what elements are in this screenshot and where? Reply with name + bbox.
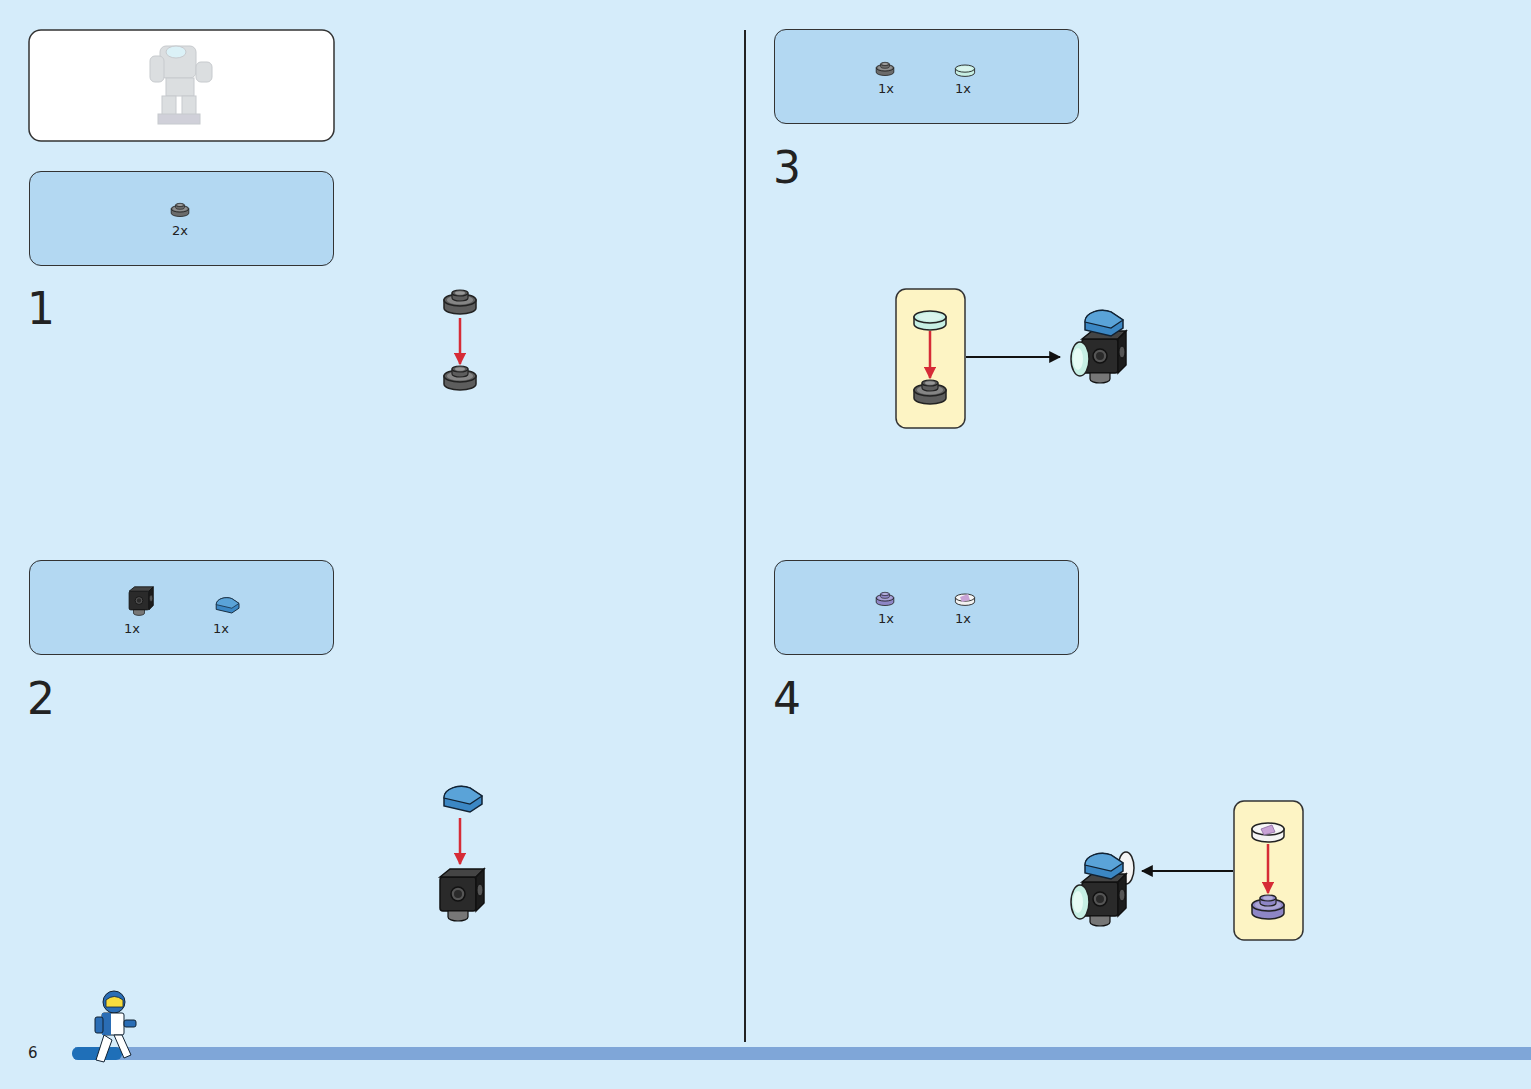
part-quantity: 1x — [213, 621, 229, 637]
step-number: 1 — [27, 287, 55, 331]
parts-box: 2x — [29, 171, 334, 266]
part-quantity: 2x — [172, 223, 188, 239]
page-number: 6 — [28, 1046, 38, 1061]
parts-box: 1x 1x — [774, 29, 1079, 124]
step-number: 2 — [27, 677, 55, 721]
parts-box: 1x 1x — [29, 560, 334, 655]
part-quantity: 1x — [878, 611, 894, 627]
step-number: 3 — [773, 146, 801, 190]
step-number: 4 — [773, 677, 801, 721]
part-quantity: 1x — [955, 81, 971, 97]
part-quantity: 1x — [124, 621, 140, 637]
part-quantity: 1x — [878, 81, 894, 97]
parts-box: 1x 1x — [774, 560, 1079, 655]
part-quantity: 1x — [955, 611, 971, 627]
